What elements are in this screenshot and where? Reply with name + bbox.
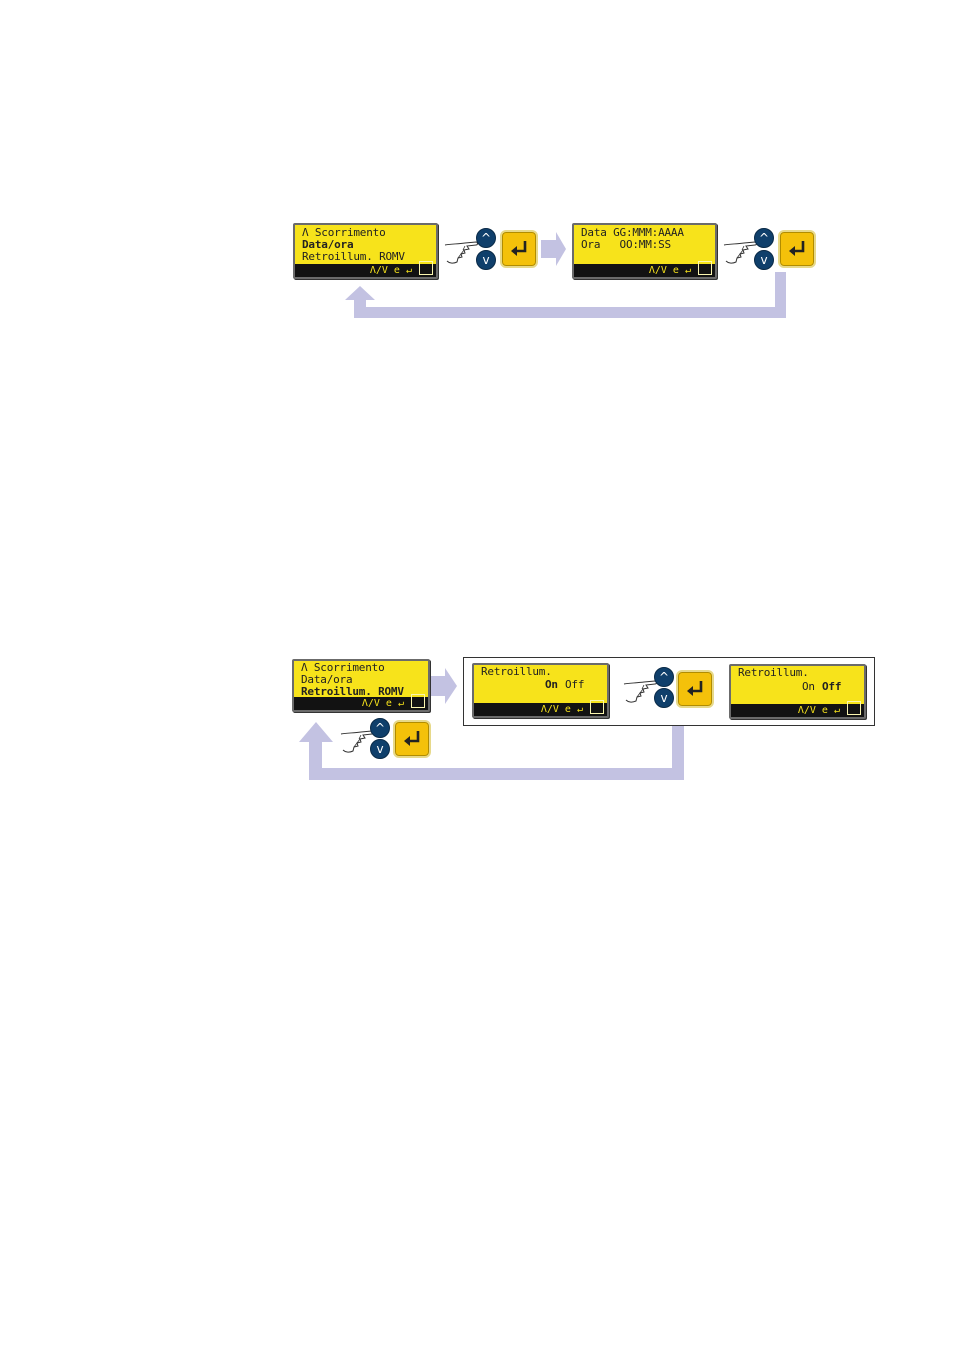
menu-line-datetime: Data/ora xyxy=(302,238,354,251)
backlight-title: Retroillum. xyxy=(481,665,552,678)
status-hint: Λ/V e ↵ xyxy=(540,704,583,715)
menu-screen-datetime-selected: Λ Scorrimento Data/ora Retroillum. ROMV … xyxy=(293,223,438,279)
up-button[interactable]: ^ xyxy=(476,228,496,248)
enter-button[interactable] xyxy=(500,230,538,268)
chevron-down-icon: v xyxy=(376,742,384,756)
down-button[interactable]: v xyxy=(476,250,496,270)
menu-line-backlight: Retroillum. ROMV xyxy=(301,685,404,698)
down-button[interactable]: v xyxy=(654,688,674,708)
status-hint: Λ/V e ↵ xyxy=(369,265,412,276)
enter-button[interactable] xyxy=(393,720,431,758)
screen-corner xyxy=(419,261,433,275)
chevron-up-icon: ^ xyxy=(374,721,386,735)
off-option-selected: Off xyxy=(822,680,842,693)
enter-icon xyxy=(789,241,805,256)
on-option: On xyxy=(802,680,815,693)
enter-icon xyxy=(404,731,420,746)
enter-button[interactable] xyxy=(778,230,816,268)
backlight-on-screen: Retroillum. On Off Λ/V e ↵ xyxy=(472,663,609,718)
datetime-screen: Data GG:MMM:AAAA Ora OO:MM:SS Λ/V e ↵ xyxy=(572,223,717,279)
status-bar: Λ/V e ↵ xyxy=(474,703,607,716)
status-hint: Λ/V e ↵ xyxy=(648,265,691,276)
status-bar: Λ/V e ↵ xyxy=(295,264,436,277)
flow-arrow-icon xyxy=(299,668,684,780)
status-bar: Λ/V e ↵ xyxy=(294,697,428,710)
chevron-up-icon: ^ xyxy=(658,670,670,684)
down-button[interactable]: v xyxy=(370,739,390,759)
status-bar: Λ/V e ↵ xyxy=(574,264,715,277)
backlight-off-screen: Retroillum. On Off Λ/V e ↵ xyxy=(729,664,866,719)
screen-corner xyxy=(590,700,604,714)
status-bar: Λ/V e ↵ xyxy=(731,704,864,717)
chevron-down-icon: v xyxy=(482,253,490,267)
off-option: Off xyxy=(565,678,585,691)
chevron-up-icon: ^ xyxy=(480,231,492,245)
chevron-down-icon: v xyxy=(660,691,668,705)
time-line: Ora OO:MM:SS xyxy=(581,238,671,251)
menu-line-datetime: Data/ora xyxy=(301,673,353,686)
down-button[interactable]: v xyxy=(754,250,774,270)
chevron-down-icon: v xyxy=(760,253,768,267)
screen-corner xyxy=(698,261,712,275)
screen-corner xyxy=(411,694,425,708)
menu-line-backlight: Retroillum. ROMV xyxy=(302,250,405,263)
pointing-hand-icon xyxy=(623,680,657,703)
menu-line-scroll: Λ Scorrimento xyxy=(302,226,386,239)
screen-corner xyxy=(847,701,861,715)
flow-arrow-icon xyxy=(345,232,786,318)
menu-line-scroll: Λ Scorrimento xyxy=(301,661,385,674)
date-line: Data GG:MMM:AAAA xyxy=(581,226,684,239)
status-hint: Λ/V e ↵ xyxy=(361,698,404,709)
enter-icon xyxy=(511,241,527,256)
enter-button[interactable] xyxy=(676,670,714,708)
enter-icon xyxy=(687,681,703,696)
on-option-selected: On xyxy=(545,678,558,691)
up-button[interactable]: ^ xyxy=(754,228,774,248)
backlight-title: Retroillum. xyxy=(738,666,809,679)
pointing-hand-icon xyxy=(723,241,757,264)
up-button[interactable]: ^ xyxy=(654,667,674,687)
pointing-hand-icon xyxy=(444,241,478,264)
status-hint: Λ/V e ↵ xyxy=(797,705,840,716)
chevron-up-icon: ^ xyxy=(758,231,770,245)
up-button[interactable]: ^ xyxy=(370,718,390,738)
menu-screen-backlight-selected: Λ Scorrimento Data/ora Retroillum. ROMV … xyxy=(292,659,430,712)
